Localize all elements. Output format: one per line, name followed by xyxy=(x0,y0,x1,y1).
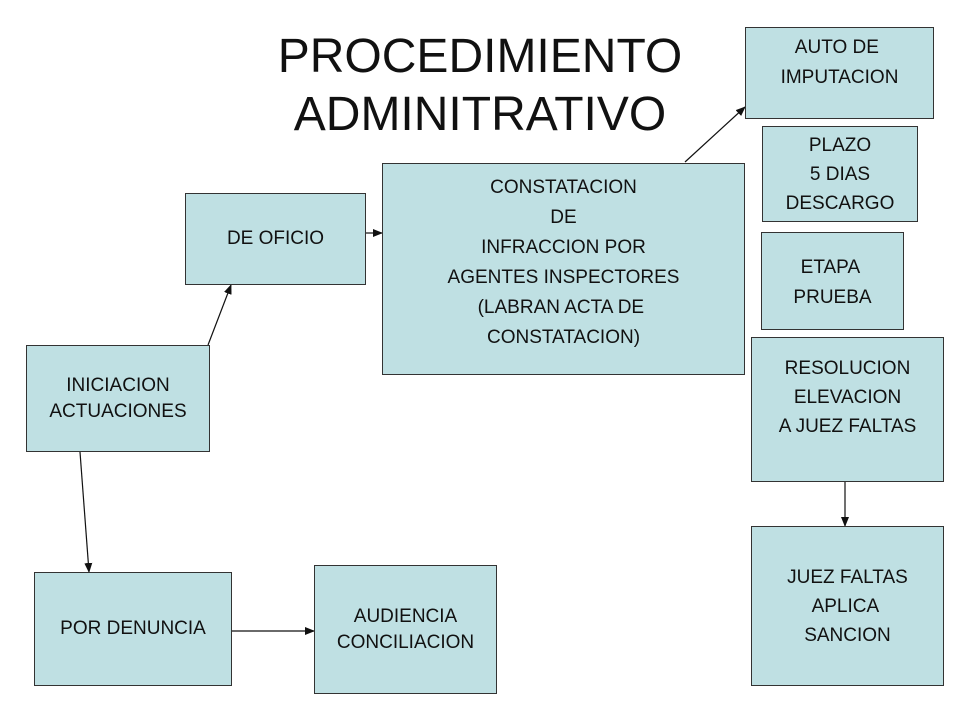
box-de-oficio: DE OFICIO xyxy=(185,193,366,285)
box-text: ELEVACION xyxy=(793,387,902,408)
box-auto-imputacion: AUTO DE IMPUTACION xyxy=(745,27,934,119)
box-audiencia-conciliacion: AUDIENCIA CONCILIACION xyxy=(314,565,497,694)
box-text: PRUEBA xyxy=(793,287,872,308)
box-text: ACTUACIONES xyxy=(49,400,187,422)
box-text: APLICA xyxy=(811,595,884,617)
box-text: IMPUTACION xyxy=(780,67,899,88)
box-constatacion: CONSTATACION DE INFRACCION POR AGENTES I… xyxy=(382,163,745,375)
box-text: INFRACCION POR xyxy=(481,237,646,258)
box-text: AGENTES INSPECTORES xyxy=(447,267,680,288)
box-text xyxy=(845,441,850,470)
arrow-iniciacion-to-denuncia xyxy=(79,451,93,573)
box-por-denuncia: POR DENUNCIA xyxy=(34,572,232,686)
diagram-title: PROCEDIMIENTO ADMINITRATIVO xyxy=(230,28,730,144)
box-text: AUTO DE xyxy=(794,37,885,58)
box-text: PLAZO xyxy=(808,134,872,156)
arrow-iniciacion-to-de-oficio xyxy=(207,284,232,346)
box-text: JUEZ FALTAS xyxy=(787,566,908,588)
box-text: INICIACION xyxy=(66,374,170,396)
box-resolucion-elevacion: RESOLUCION ELEVACION A JUEZ FALTAS xyxy=(751,337,944,482)
box-text: (LABRAN ACTA DE xyxy=(477,297,650,318)
box-text: DE OFICIO xyxy=(226,228,325,249)
box-text: AUDIENCIA xyxy=(353,605,458,627)
box-text: CONCILIACION xyxy=(336,631,475,653)
box-iniciacion-actuaciones: INICIACION ACTUACIONES xyxy=(26,345,210,452)
box-text: SANCION xyxy=(804,624,891,646)
title-line-2: ADMINITRATIVO xyxy=(293,88,667,141)
box-text: A JUEZ FALTAS xyxy=(778,416,917,437)
box-text: DESCARGO xyxy=(785,192,895,214)
box-text: DE xyxy=(550,207,577,228)
title-line-1: PROCEDIMIENTO xyxy=(277,30,683,83)
box-text: RESOLUCION xyxy=(784,358,911,379)
box-etapa-prueba: ETAPA PRUEBA xyxy=(761,232,904,330)
box-plazo-descargo: PLAZO 5 DIAS DESCARGO xyxy=(762,126,918,222)
box-text: CONSTATACION) xyxy=(486,327,641,348)
box-text: CONSTATACION xyxy=(490,177,637,198)
box-juez-faltas: JUEZ FALTAS APLICA SANCION xyxy=(751,526,944,686)
box-text: 5 DIAS xyxy=(809,163,871,185)
arrow-constatacion-to-auto xyxy=(684,106,746,163)
box-text: POR DENUNCIA xyxy=(60,618,206,639)
box-text: ETAPA xyxy=(800,257,865,278)
